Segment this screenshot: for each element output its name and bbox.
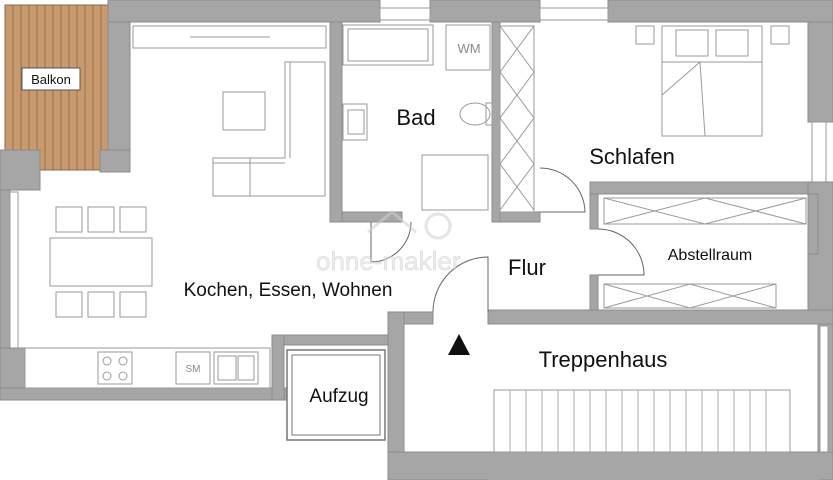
label-treppenhaus: Treppenhaus [539, 347, 668, 372]
label-abstellraum: Abstellraum [668, 247, 752, 264]
watermark-text: ohne-makler [316, 246, 461, 276]
label-flur: Flur [508, 255, 546, 280]
stairs [493, 389, 791, 453]
sink [213, 351, 259, 385]
storage-shelves [603, 197, 807, 309]
watermark: ohne-makler [316, 210, 461, 276]
label-bad: Bad [396, 105, 435, 130]
label-balkon: Balkon [31, 72, 71, 87]
label-washing-machine: WM [457, 41, 480, 56]
label-wohnen: Kochen, Essen, Wohnen [184, 280, 393, 301]
label-aufzug: Aufzug [309, 386, 368, 407]
wardrobe [499, 25, 535, 213]
elevator [286, 349, 386, 441]
balcony [4, 4, 109, 171]
entrance-triangle-icon [448, 334, 470, 355]
bedroom-furniture [635, 25, 790, 137]
bathroom-fixtures [342, 24, 493, 211]
living-furniture [24, 25, 327, 389]
cooktop [97, 351, 133, 385]
label-dishwasher: SM [186, 364, 201, 375]
doors [370, 167, 645, 313]
label-schlafen: Schlafen [589, 144, 675, 169]
